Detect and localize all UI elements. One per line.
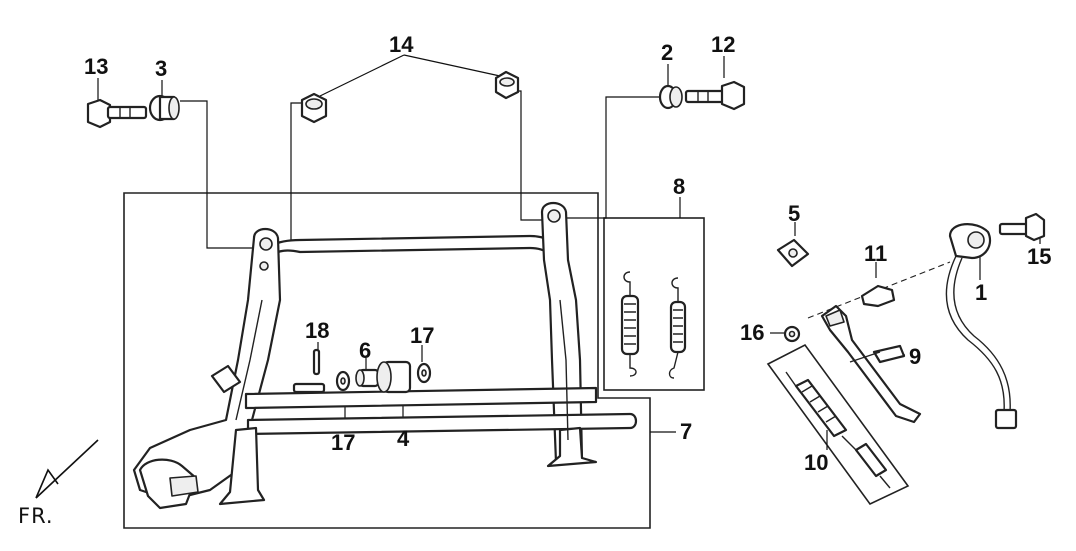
main-stand: [132, 201, 638, 510]
spring-8-left: [620, 271, 640, 377]
collar-3: [148, 94, 180, 122]
callout-17-bottom: 17: [331, 430, 356, 455]
callout-1: 1: [975, 280, 988, 305]
callout-13: 13: [84, 54, 109, 79]
cotter-pin-18: [312, 348, 321, 376]
bolt-13: [86, 98, 148, 129]
callout-7: 7: [680, 419, 693, 444]
washer-2: [658, 84, 683, 110]
spring-10: [785, 371, 891, 489]
callout-17-top: 17: [410, 323, 435, 348]
collar-6: [355, 368, 380, 388]
bolt-12: [684, 80, 746, 111]
bushing-14-right: [494, 70, 520, 100]
callout-4: 4: [397, 426, 410, 451]
side-stand-9: [820, 304, 922, 424]
washer-17-right: [416, 362, 432, 384]
callout-11: 11: [864, 241, 888, 266]
washer-17-left: [335, 370, 351, 392]
bolt-11: [860, 284, 896, 308]
callout-12: 12: [711, 32, 736, 57]
callout-9: 9: [909, 344, 922, 369]
spring-group-box: [603, 217, 705, 391]
callout-5: 5: [788, 201, 801, 226]
callout-16: 16: [740, 320, 765, 345]
callout-6: 6: [359, 338, 372, 363]
callout-15: 15: [1027, 244, 1052, 269]
callout-10: 10: [804, 450, 829, 475]
callout-14: 14: [389, 32, 414, 57]
nut-16: [783, 325, 801, 343]
bushing-14-left: [300, 92, 328, 124]
bushing-4: [376, 360, 412, 394]
clip-nut-5: [776, 238, 810, 268]
assembly-lines: [180, 90, 662, 249]
side-stand-spring-box: [766, 343, 910, 506]
front-label: FR.: [18, 504, 54, 528]
callout-18: 18: [305, 318, 330, 343]
front-direction-arrow: [35, 439, 99, 499]
spring-8-right: [668, 277, 687, 379]
callout-2: 2: [661, 40, 674, 65]
side-stand-switch-1: [945, 223, 1018, 430]
callout-8: 8: [673, 174, 686, 199]
main-stand-frame-box: [123, 192, 651, 529]
bolt-15: [998, 212, 1046, 242]
callout-3: 3: [155, 56, 168, 81]
